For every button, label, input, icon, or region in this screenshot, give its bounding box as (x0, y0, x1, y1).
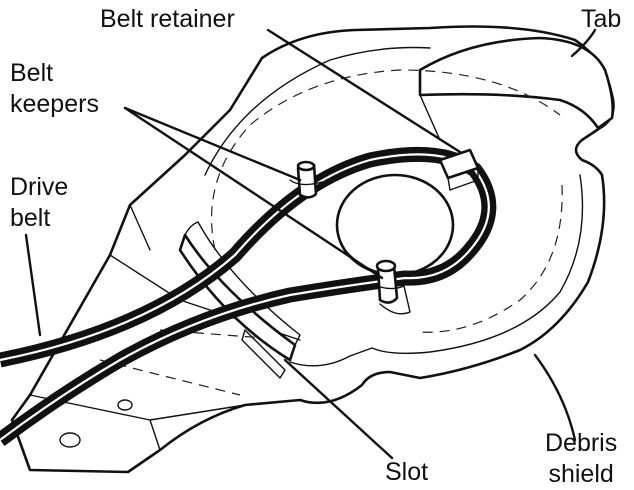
label-slot: Slot (385, 458, 429, 486)
label-belt-keepers: Belt keepers (10, 59, 99, 118)
label-debris-shield: Debris shield (545, 429, 618, 488)
drive-belt (0, 146, 497, 447)
label-tab: Tab (581, 5, 622, 33)
belt-keeper-left (289, 160, 323, 199)
leader-tab (570, 28, 597, 58)
leader-belt-retainer (266, 28, 462, 154)
leader-belt-keepers-b (123, 106, 384, 280)
leader-debris-shield (533, 353, 577, 442)
leader-belt-keepers-a (123, 106, 302, 182)
leader-drive-belt (24, 233, 42, 337)
label-drive-belt: Drive belt (10, 173, 69, 232)
belt-keeper-right (371, 259, 411, 315)
debris-shield (10, 25, 615, 474)
belt-retainer (438, 148, 480, 191)
label-belt-retainer: Belt retainer (100, 5, 235, 33)
leader-slot (283, 358, 394, 460)
